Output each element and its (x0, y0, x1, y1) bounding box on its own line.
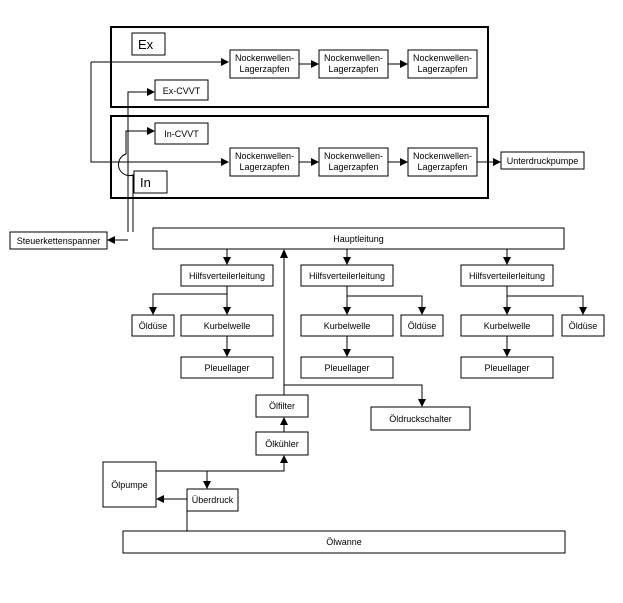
intake-bearing-1-line2: Lagerzapfen (239, 162, 289, 172)
intake-label-box (133, 170, 168, 194)
ex-cvvt-label: Ex-CVVT (163, 86, 201, 96)
exhaust-bearing-2-line1: Nockenwellen- (324, 53, 383, 63)
aux-line-2-label: Hilfsverteilerleitung (309, 271, 385, 281)
relief-valve-label: Überdruck (192, 495, 234, 505)
exhaust-camshaft-frame (110, 26, 489, 108)
intake-bearing-1 (229, 147, 300, 177)
ex-cvvt-box (154, 79, 209, 101)
intake-bearing-3-line1: Nockenwellen- (413, 151, 472, 161)
main-gallery-box (152, 227, 565, 250)
aux-line-3-label: Hilfsverteilerleitung (469, 271, 545, 281)
arrow-heads (107, 58, 587, 503)
intake-bearing-2 (318, 147, 389, 177)
oil-filter-box (255, 394, 309, 418)
intake-camshaft-frame (110, 115, 489, 199)
oil-pan-label: Ölwanne (326, 537, 362, 547)
oil-pump-label: Ölpumpe (111, 480, 148, 490)
exhaust-label: Ex (138, 37, 154, 52)
intake-bearing-2-line1: Nockenwellen- (324, 151, 383, 161)
exhaust-label-box (131, 32, 166, 56)
relief-valve-box (186, 488, 239, 512)
intake-label: In (140, 175, 151, 190)
exhaust-bearing-2-line2: Lagerzapfen (328, 64, 378, 74)
vacuum-pump-box (500, 151, 585, 170)
oil-pan-box (122, 530, 566, 554)
oil-pump-box (102, 461, 157, 508)
oil-cooler-box (255, 431, 309, 456)
intake-bearing-2-line2: Lagerzapfen (328, 162, 378, 172)
exhaust-bearing-1 (229, 49, 300, 79)
oil-jet-3-label: Öldüse (569, 321, 598, 331)
crankshaft-2-label: Kurbelwelle (324, 321, 371, 331)
timing-chain-tensioner-box (9, 231, 108, 250)
intake-bearing-3 (407, 147, 478, 177)
oil-pressure-switch-box (370, 406, 471, 431)
oil-pressure-switch-label: Öldruckschalter (389, 414, 452, 424)
in-cvvt-box (154, 122, 209, 145)
vacuum-pump-label: Unterdruckpumpe (507, 156, 579, 166)
exhaust-bearing-3-line2: Lagerzapfen (417, 64, 467, 74)
conrod-bearing-1-label: Pleuellager (204, 363, 249, 373)
main-gallery-label: Hauptleitung (333, 234, 384, 244)
crankshaft-3-label: Kurbelwelle (484, 321, 531, 331)
conrod-bearing-3-label: Pleuellager (484, 363, 529, 373)
exhaust-bearing-1-line2: Lagerzapfen (239, 64, 289, 74)
oil-filter-label: Ölfilter (269, 401, 295, 411)
in-cvvt-label: In-CVVT (164, 129, 199, 139)
oil-jet-2-label: Öldüse (408, 321, 437, 331)
exhaust-bearing-3-line1: Nockenwellen- (413, 53, 472, 63)
oil-cooler-label: Ölkühler (265, 439, 299, 449)
timing-chain-tensioner-label: Steuerkettenspanner (17, 236, 101, 246)
connector-lines (90, 61, 584, 531)
intake-bearing-1-line1: Nockenwellen- (235, 151, 294, 161)
crankshaft-1-label: Kurbelwelle (204, 321, 251, 331)
aux-line-1-label: Hilfsverteilerleitung (189, 271, 265, 281)
exhaust-bearing-1-line1: Nockenwellen- (235, 53, 294, 63)
intake-bearing-3-line2: Lagerzapfen (417, 162, 467, 172)
conrod-bearing-2-label: Pleuellager (324, 363, 369, 373)
oil-jet-1-label: Öldüse (139, 321, 168, 331)
